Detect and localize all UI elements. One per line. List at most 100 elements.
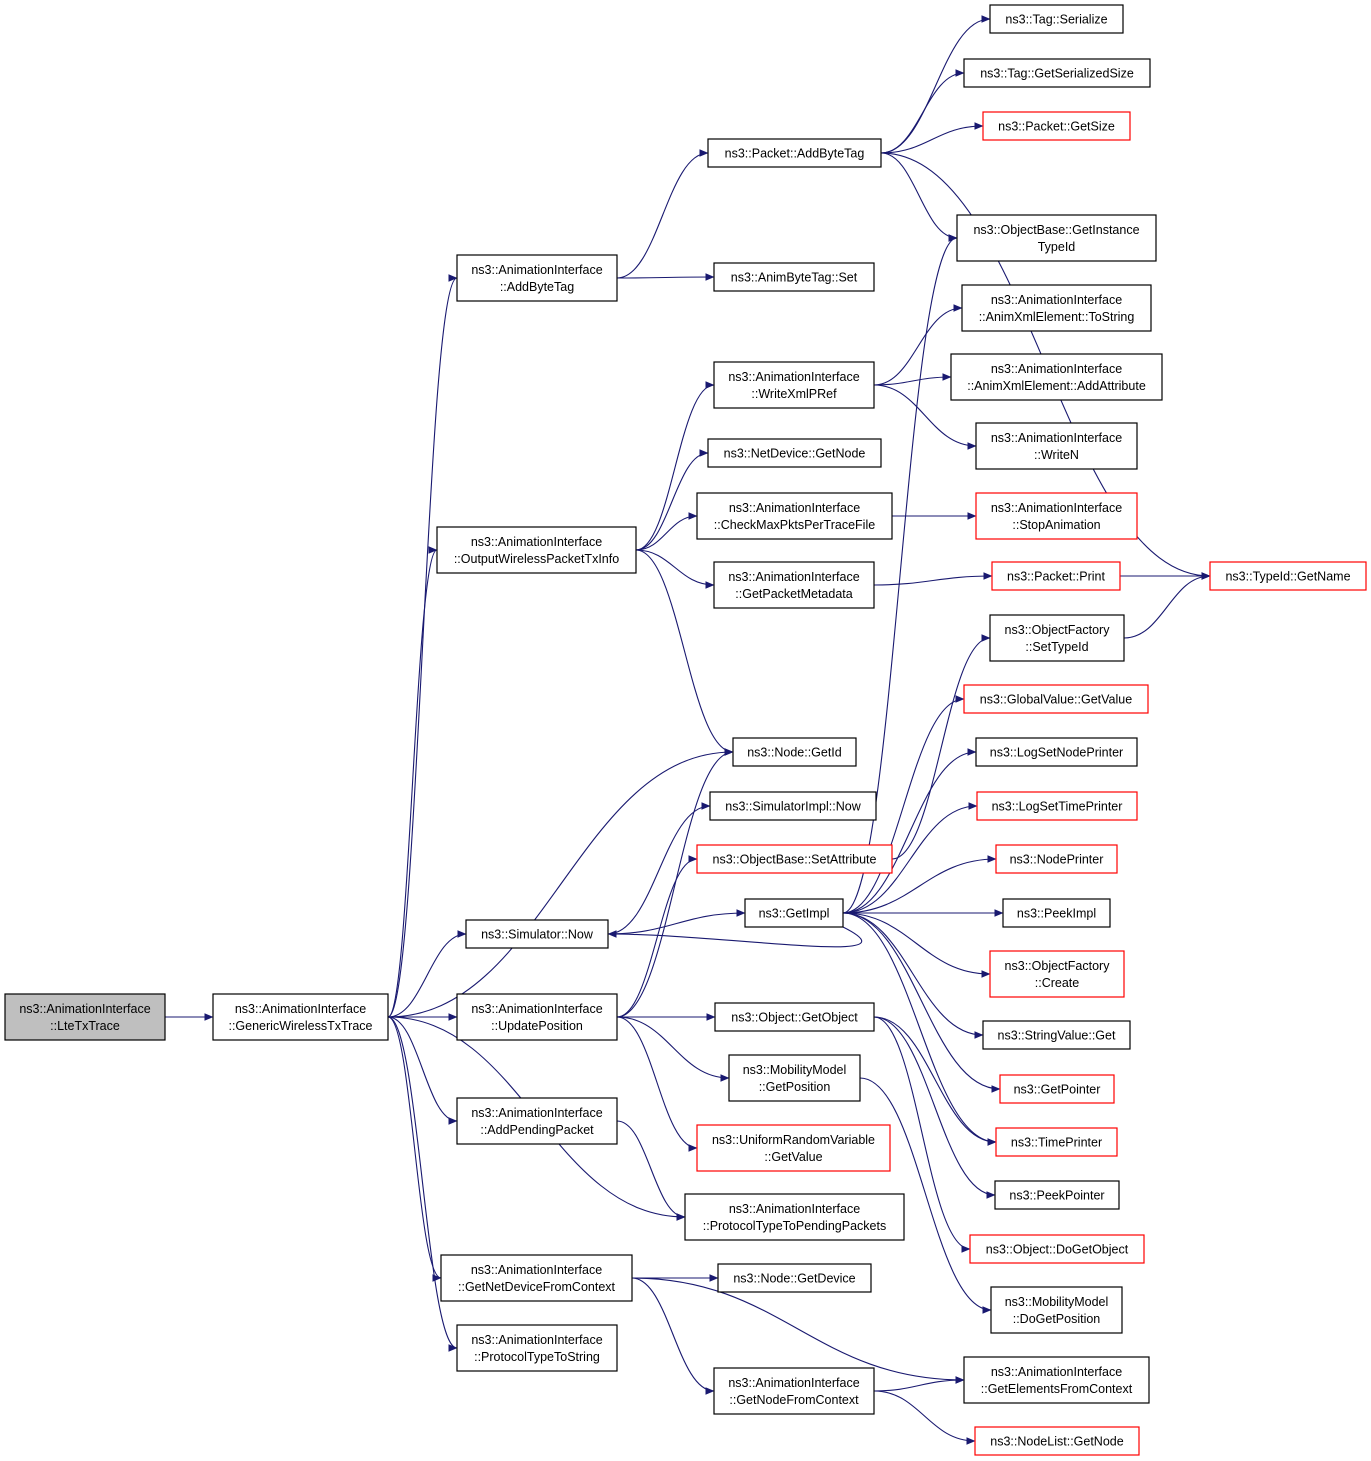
node-lte[interactable]: ns3::AnimationInterface::LteTxTrace [4,993,166,1041]
node-pgs[interactable]: ns3::Packet::GetSize [982,111,1131,141]
node-box[interactable] [982,1020,1131,1050]
node-ptpp[interactable]: ns3::AnimationInterface::ProtocolTypeToP… [684,1193,905,1241]
node-gimpl[interactable]: ns3::GetImpl [744,898,844,928]
node-nlgn[interactable]: ns3::NodeList::GetNode [974,1426,1140,1456]
node-box[interactable] [717,1263,872,1293]
node-box[interactable] [995,844,1118,874]
node-lsnp[interactable]: ns3::LogSetNodePrinter [975,737,1138,767]
node-box[interactable] [956,214,1157,262]
node-mmdp[interactable]: ns3::MobilityModel::DoGetPosition [990,1286,1123,1334]
node-box[interactable] [975,492,1138,540]
node-box[interactable] [709,791,877,821]
node-gpm[interactable]: ns3::AnimationInterface::GetPacketMetada… [713,561,875,609]
node-box[interactable] [950,353,1163,401]
node-box[interactable] [696,1124,891,1172]
node-pab[interactable]: ns3::Packet::AddByteTag [707,138,882,168]
node-ngd[interactable]: ns3::Node::GetDevice [717,1263,872,1293]
node-cmp[interactable]: ns3::AnimationInterface::CheckMaxPktsPer… [696,492,893,540]
node-box[interactable] [989,950,1125,998]
node-pimpl[interactable]: ns3::PeekImpl [1002,898,1111,928]
node-box[interactable] [456,254,618,302]
node-abt[interactable]: ns3::AnimationInterface::AddByteTag [456,254,618,302]
node-ofst[interactable]: ns3::ObjectFactory::SetTypeId [989,614,1125,662]
node-box[interactable] [1209,561,1367,591]
node-sim_now[interactable]: ns3::Simulator::Now [465,919,609,949]
node-box[interactable] [991,561,1121,591]
node-box[interactable] [976,791,1138,821]
node-box[interactable] [744,898,844,928]
node-box[interactable] [989,4,1124,34]
node-box[interactable] [982,111,1131,141]
node-sta[interactable]: ns3::AnimationInterface::StopAnimation [975,492,1138,540]
node-ogo[interactable]: ns3::Object::GetObject [714,1002,875,1032]
node-box[interactable] [696,492,893,540]
node-pts[interactable]: ns3::AnimationInterface::ProtocolTypeToS… [456,1324,618,1372]
node-box[interactable] [212,993,389,1041]
node-lstp[interactable]: ns3::LogSetTimePrinter [976,791,1138,821]
node-box[interactable] [436,526,637,574]
node-wn[interactable]: ns3::AnimationInterface::WriteN [975,422,1138,470]
node-box[interactable] [1002,898,1111,928]
node-box[interactable] [456,1097,618,1145]
node-mmgp[interactable]: ns3::MobilityModel::GetPosition [728,1054,861,1102]
node-owp[interactable]: ns3::AnimationInterface::OutputWirelessP… [436,526,637,574]
node-urv[interactable]: ns3::UniformRandomVariable::GetValue [696,1124,891,1172]
node-box[interactable] [990,1286,1123,1334]
node-svg[interactable]: ns3::StringValue::Get [982,1020,1131,1050]
node-gptr[interactable]: ns3::GetPointer [999,1074,1115,1104]
node-box[interactable] [974,1426,1140,1456]
node-box[interactable] [732,737,857,767]
node-box[interactable] [963,58,1151,88]
node-upd[interactable]: ns3::AnimationInterface::UpdatePosition [456,993,618,1041]
node-box[interactable] [713,262,875,292]
node-gvgv[interactable]: ns3::GlobalValue::GetValue [963,684,1149,714]
node-axts[interactable]: ns3::AnimationInterface::AnimXmlElement:… [961,284,1152,332]
node-wxp[interactable]: ns3::AnimationInterface::WriteXmlPRef [713,361,875,409]
node-box[interactable] [440,1254,633,1302]
node-box[interactable] [696,844,893,874]
node-box[interactable] [713,561,875,609]
node-box[interactable] [989,614,1125,662]
node-gnfc[interactable]: ns3::AnimationInterface::GetNodeFromCont… [713,1367,875,1415]
node-box[interactable] [4,993,166,1041]
node-gwt[interactable]: ns3::AnimationInterface::GenericWireless… [212,993,389,1041]
node-abs[interactable]: ns3::AnimByteTag::Set [713,262,875,292]
node-odgo[interactable]: ns3::Object::DoGetObject [969,1234,1145,1264]
node-box[interactable] [465,919,609,949]
node-box[interactable] [707,138,882,168]
node-box[interactable] [456,993,618,1041]
node-box[interactable] [707,438,882,468]
node-tgn[interactable]: ns3::TypeId::GetName [1209,561,1367,591]
node-box[interactable] [963,684,1149,714]
node-box[interactable] [963,1356,1150,1404]
node-box[interactable] [961,284,1152,332]
node-box[interactable] [684,1193,905,1241]
node-pkp[interactable]: ns3::PeekPointer [994,1180,1120,1210]
node-ofc[interactable]: ns3::ObjectFactory::Create [989,950,1125,998]
node-tgss[interactable]: ns3::Tag::GetSerializedSize [963,58,1151,88]
node-box[interactable] [969,1234,1145,1264]
node-box[interactable] [995,1127,1118,1157]
node-pp[interactable]: ns3::Packet::Print [991,561,1121,591]
node-tser[interactable]: ns3::Tag::Serialize [989,4,1124,34]
node-tp[interactable]: ns3::TimePrinter [995,1127,1118,1157]
node-np[interactable]: ns3::NodePrinter [995,844,1118,874]
node-gefc[interactable]: ns3::AnimationInterface::GetElementsFrom… [963,1356,1150,1404]
node-box[interactable] [713,361,875,409]
node-box[interactable] [975,422,1138,470]
node-box[interactable] [728,1054,861,1102]
node-box[interactable] [714,1002,875,1032]
node-box[interactable] [975,737,1138,767]
node-sin[interactable]: ns3::SimulatorImpl::Now [709,791,877,821]
node-box[interactable] [994,1180,1120,1210]
node-obsa[interactable]: ns3::ObjectBase::SetAttribute [696,844,893,874]
node-ndgn[interactable]: ns3::NetDevice::GetNode [707,438,882,468]
node-box[interactable] [456,1324,618,1372]
node-ngid[interactable]: ns3::Node::GetId [732,737,857,767]
node-app[interactable]: ns3::AnimationInterface::AddPendingPacke… [456,1097,618,1145]
node-gnd[interactable]: ns3::AnimationInterface::GetNetDeviceFro… [440,1254,633,1302]
node-box[interactable] [999,1074,1115,1104]
node-box[interactable] [713,1367,875,1415]
node-axaa[interactable]: ns3::AnimationInterface::AnimXmlElement:… [950,353,1163,401]
